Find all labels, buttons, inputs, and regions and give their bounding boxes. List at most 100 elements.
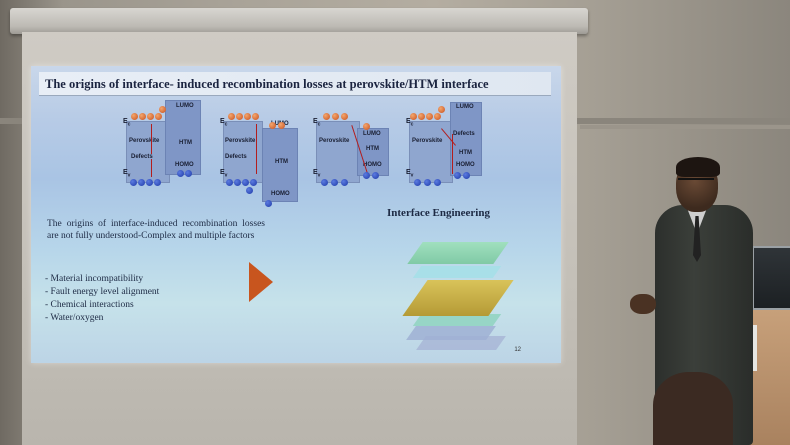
hole [154, 179, 161, 186]
ec-label: Ec [406, 118, 414, 128]
electron [438, 106, 445, 113]
hole [185, 170, 192, 177]
ec-label: Ec [220, 118, 228, 128]
defects-label: Defects [225, 154, 247, 160]
recombination-arrow [151, 159, 152, 177]
electron [323, 113, 330, 120]
homo-label: HOMO [363, 162, 382, 168]
hole [414, 179, 421, 186]
electron [228, 113, 235, 120]
perovskite-block [126, 121, 170, 183]
layer-stack-illustration [381, 236, 514, 356]
hole [434, 179, 441, 186]
homo-label: HOMO [271, 191, 290, 197]
electron [269, 122, 276, 129]
htm-block [357, 128, 389, 176]
necktie [693, 216, 701, 262]
lumo-label: LUMO [363, 131, 381, 137]
ev-label: Ev [313, 169, 321, 179]
htm-label: HTM [179, 140, 192, 146]
lumo-label: LUMO [176, 103, 194, 109]
bullet-item: - Fault energy level alignment [45, 287, 160, 297]
defects-label: Defects [131, 154, 153, 160]
ev-label: Ev [220, 169, 228, 179]
recombination-arrow [256, 124, 257, 174]
electron [341, 113, 348, 120]
homo-label: HOMO [175, 162, 194, 168]
hole [226, 179, 233, 186]
band-diagram-1: LUMO HTM HOMO Perovskite Defects Ec Ev [121, 100, 216, 204]
ec-label: Ec [313, 118, 321, 128]
electron [363, 123, 370, 130]
bullet-list: - Material incompatibility - Fault energ… [45, 273, 159, 325]
hole [242, 179, 249, 186]
presentation-slide: The origins of interface- induced recomb… [31, 66, 561, 363]
electron [278, 122, 285, 129]
hole [331, 179, 338, 186]
band-diagram-2: LUMO HTM HOMO Perovskite Defects Ec Ev [218, 104, 313, 207]
right-arrow-icon [249, 262, 273, 302]
stack-layer [406, 326, 496, 340]
electron [426, 113, 433, 120]
stack-layer [412, 266, 502, 278]
hole [146, 179, 153, 186]
perovskite-label: Perovskite [412, 138, 443, 144]
perovskite-block [223, 121, 263, 183]
hole [130, 179, 137, 186]
band-diagram-3: LUMO HTM HOMO Perovskite Ec Ev [311, 104, 406, 204]
electron [252, 113, 259, 120]
stack-layer-top [407, 242, 509, 264]
hole [372, 172, 379, 179]
hole [265, 200, 272, 207]
homo-label: HOMO [456, 162, 475, 168]
hole [341, 179, 348, 186]
recombination-arrow [151, 124, 152, 154]
slide-title: The origins of interface- induced recomb… [39, 72, 551, 96]
hole [138, 179, 145, 186]
electron [332, 113, 339, 120]
electron [155, 113, 162, 120]
projector-screen-roller [10, 8, 588, 34]
hole [234, 179, 241, 186]
ev-label: Ev [123, 169, 131, 179]
electron [139, 113, 146, 120]
hole [463, 172, 470, 179]
presenter-hair [676, 157, 720, 177]
hole [363, 172, 370, 179]
perovskite-label: Perovskite [319, 138, 350, 144]
electron [410, 113, 417, 120]
ev-label: Ev [406, 169, 414, 179]
slide-page-number: 12 [514, 347, 521, 353]
stack-layer-middle [402, 280, 514, 316]
electron [418, 113, 425, 120]
electron [159, 106, 166, 113]
ec-label: Ec [123, 118, 131, 128]
interface-engineering-heading: Interface Engineering [387, 207, 490, 219]
audience-head [653, 372, 733, 445]
slide-body-text: The origins of interface-induced recombi… [47, 219, 265, 241]
presenter-hand [630, 294, 656, 314]
bullet-item: - Material incompatibility [45, 274, 144, 284]
bullet-item: - Water/oxygen [45, 313, 104, 323]
lumo-label: LUMO [456, 104, 474, 110]
wall-rail [580, 125, 790, 129]
band-diagram-4: LUMO Defects HTM HOMO Perovskite Ec Ev [404, 102, 499, 204]
perovskite-label: Perovskite [129, 138, 160, 144]
hole [177, 170, 184, 177]
electron [147, 113, 154, 120]
hole [321, 179, 328, 186]
htm-label: HTM [275, 159, 288, 165]
perovskite-block [409, 121, 453, 183]
htm-label: HTM [366, 146, 379, 152]
bullet-item: - Chemical interactions [45, 300, 134, 310]
recombination-arrow [452, 134, 453, 174]
hole [246, 187, 253, 194]
hole [454, 172, 461, 179]
glasses-icon [678, 178, 714, 188]
electron [434, 113, 441, 120]
monitor [752, 246, 790, 310]
htm-label: HTM [459, 150, 472, 156]
defects-label: Defects [453, 131, 475, 137]
hole [250, 179, 257, 186]
hole [424, 179, 431, 186]
